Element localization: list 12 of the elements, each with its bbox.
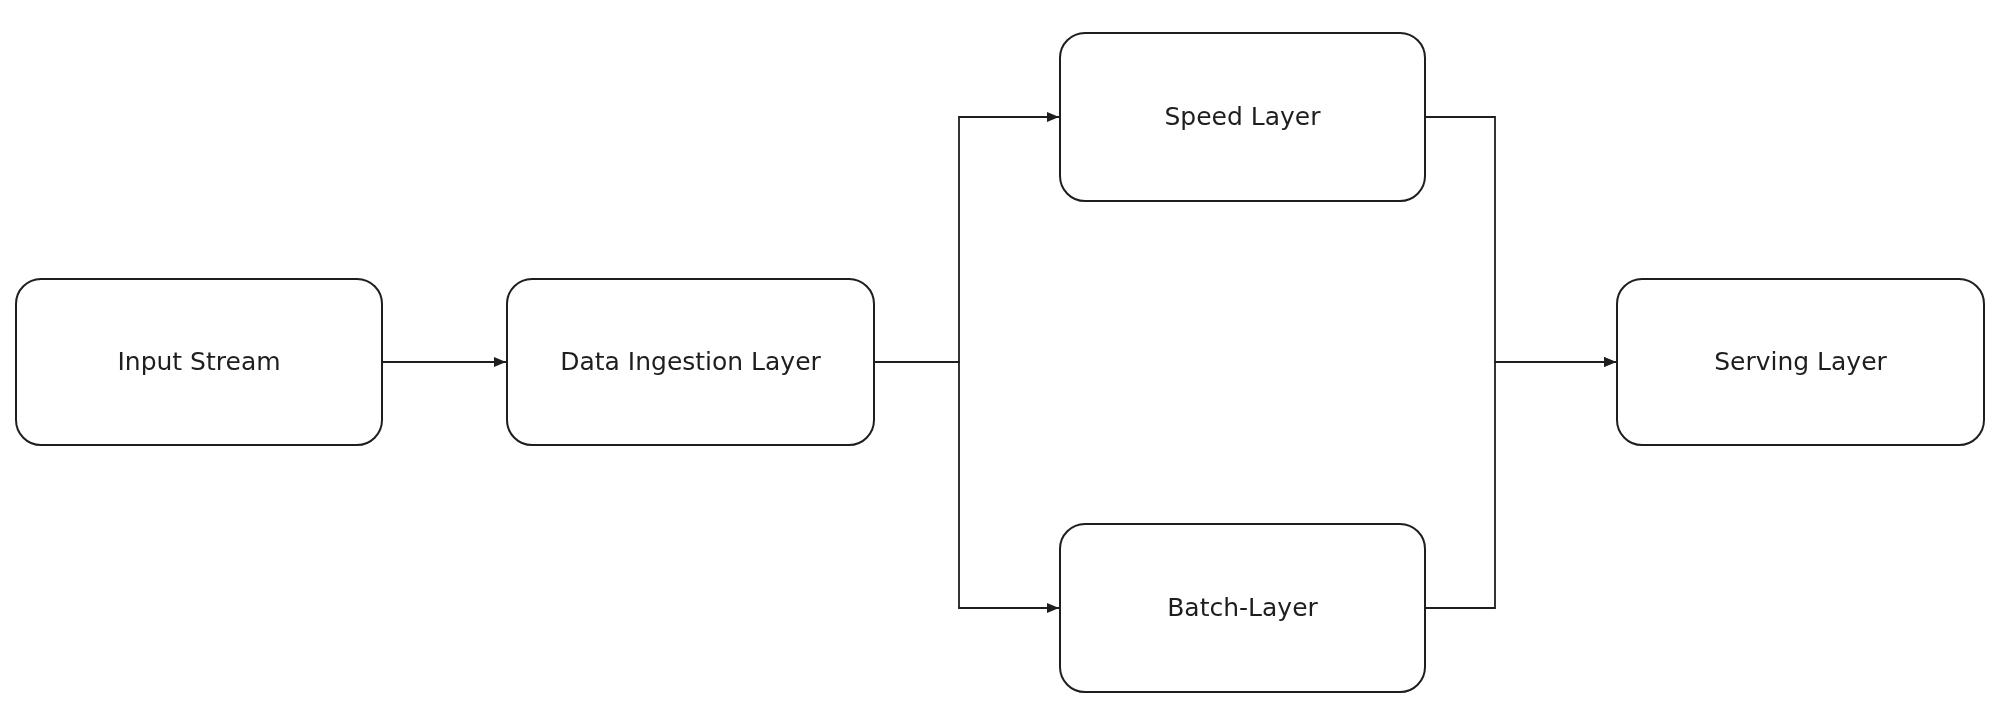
box-label: Data Ingestion Layer [560,346,821,378]
box-label: Speed Layer [1164,101,1321,133]
process-box [1059,32,1426,202]
box-label: Serving Layer [1714,346,1887,378]
box-label: Batch-Layer [1167,592,1318,624]
process-box [1059,523,1426,693]
process-box [15,278,383,446]
arrow [382,357,507,367]
process-box [1616,278,1985,446]
box-label: Input Stream [117,346,281,378]
process-box [506,278,875,446]
arrow [1425,357,1617,609]
